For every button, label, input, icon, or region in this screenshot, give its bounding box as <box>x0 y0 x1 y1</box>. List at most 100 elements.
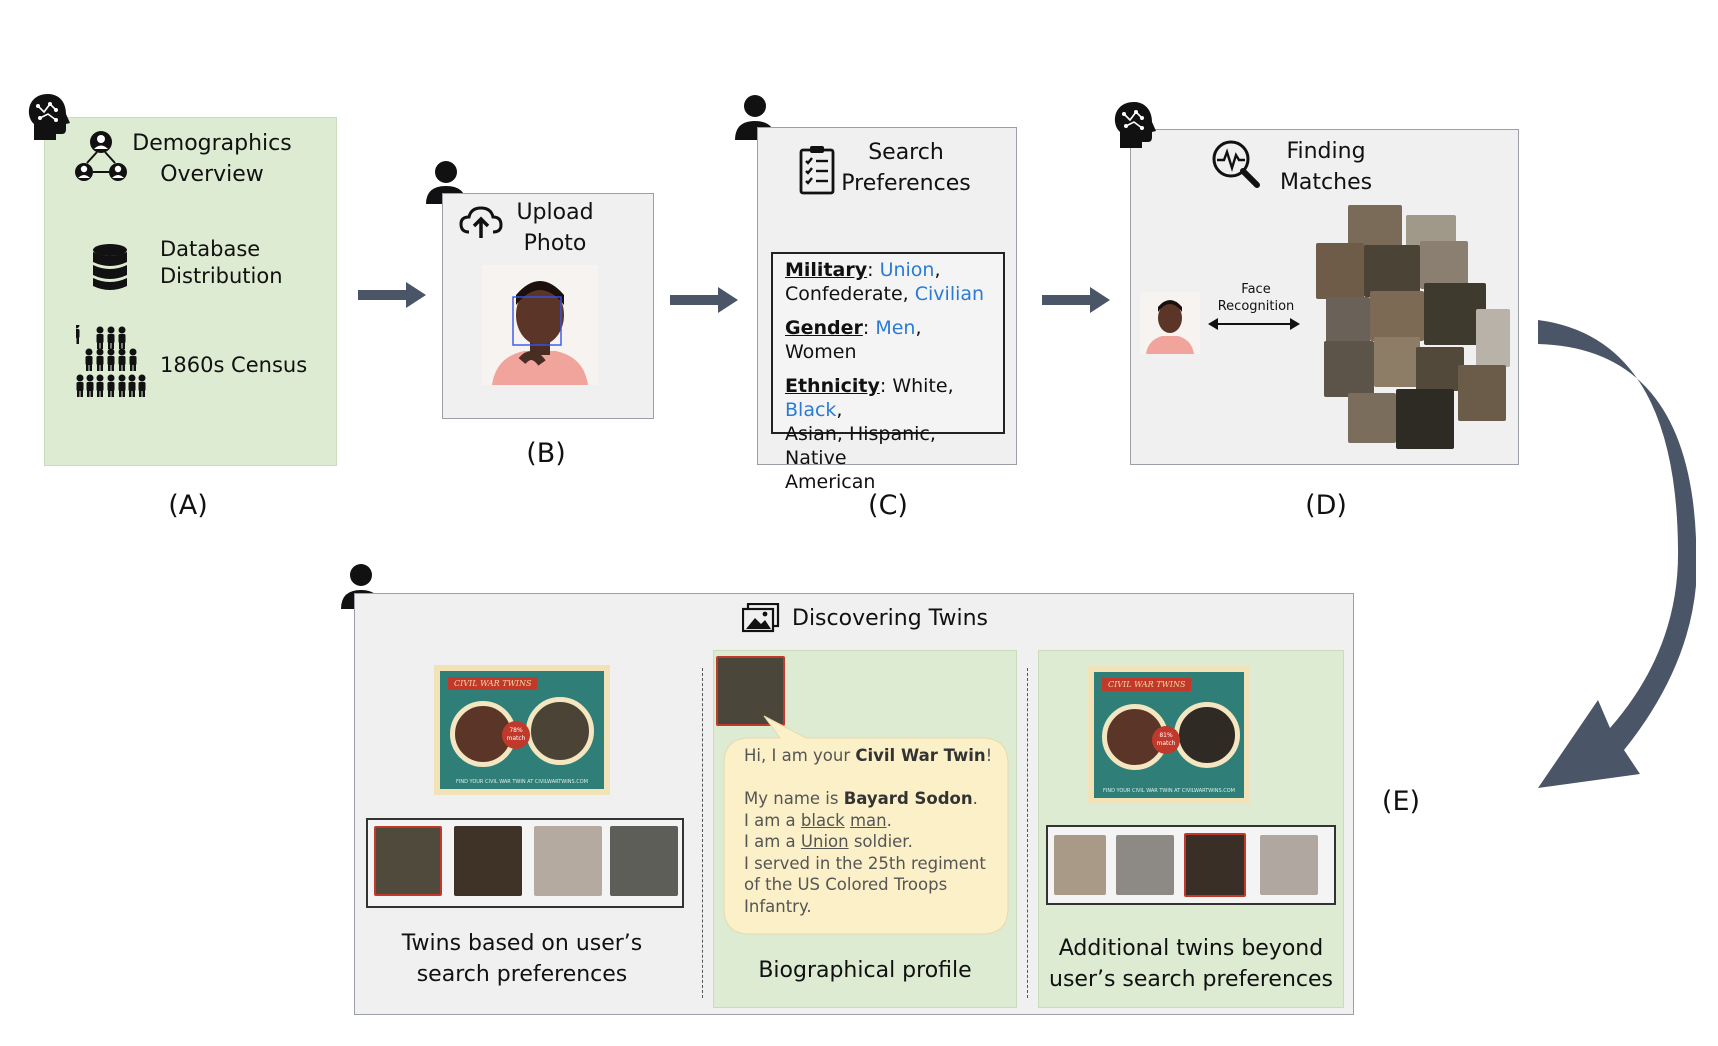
network-user-icon <box>75 131 127 181</box>
col3-caption: Additional twins beyond user’s search pr… <box>1038 933 1344 995</box>
card-footer: FIND YOUR CIVIL WAR TWIN AT CIVILWARTWIN… <box>456 779 588 785</box>
upload-photo-label: Upload Photo <box>505 197 605 259</box>
label-line: Demographics <box>132 131 292 156</box>
label-line: search preferences <box>416 962 628 987</box>
label-line: Database <box>160 237 261 261</box>
flow-arrow <box>1042 287 1110 313</box>
twin-thumbnail[interactable] <box>610 826 678 896</box>
option-civilian[interactable]: Civilian <box>914 283 985 305</box>
bio-span: My name is <box>744 789 844 808</box>
historical-photo <box>1324 341 1374 397</box>
bio-span: soldier. <box>848 832 913 851</box>
label-line: Upload <box>516 200 594 225</box>
divider <box>1027 668 1028 998</box>
military-label: Military <box>785 259 868 281</box>
option-women[interactable]: , Women <box>785 317 922 363</box>
additional-twins-strip <box>1046 825 1336 905</box>
card-body: CIVIL WAR TWINS 81%match FIND YOUR CIVIL… <box>1094 672 1244 798</box>
twins-strip <box>366 818 684 908</box>
option-white[interactable]: : White, <box>879 375 954 397</box>
label-line: Face <box>1241 282 1271 297</box>
tag-a: (A) <box>168 490 208 521</box>
card-title: CIVIL WAR TWINS <box>1102 678 1192 691</box>
face-recognition-label: Face Recognition <box>1206 281 1306 315</box>
label-line: Overview <box>160 162 264 187</box>
historical-photo <box>1348 393 1396 443</box>
option-confederate[interactable]: Confederate <box>785 283 903 305</box>
bio-span: Civil War Twin <box>855 746 986 765</box>
match-badge: 81%match <box>1152 726 1180 754</box>
panel-a <box>44 117 337 466</box>
bio-span: Hi, I am your <box>744 746 856 765</box>
sep: , <box>836 399 843 421</box>
bio-regiment: I served in the 25th regiment <box>744 853 986 873</box>
label-line: Search <box>868 140 944 165</box>
label-line: Recognition <box>1217 299 1295 314</box>
label-line: Twins based on user’s <box>401 931 643 956</box>
tag-e: (E) <box>1381 786 1421 817</box>
bio-span: black <box>800 810 845 830</box>
ethnicity-row: Ethnicity: White, Black, Asian, Hispanic… <box>785 374 991 494</box>
ethnicity-label: Ethnicity <box>785 375 880 397</box>
bio-span: ! <box>985 746 993 765</box>
historical-photo <box>1374 337 1420 387</box>
card-title: CIVIL WAR TWINS <box>448 677 538 690</box>
twin-thumbnail[interactable] <box>534 826 602 896</box>
twin-portrait <box>1174 702 1240 768</box>
historical-photo <box>1476 309 1510 367</box>
match-badge: 78%match <box>502 721 530 749</box>
bio-race: I am a black man. <box>744 810 1006 832</box>
card-body: CIVIL WAR TWINS 78%match FIND YOUR CIVIL… <box>440 671 604 789</box>
search-preferences-label: Search Preferences <box>836 137 976 199</box>
twin-card: CIVIL WAR TWINS 78%match FIND YOUR CIVIL… <box>434 665 610 795</box>
military-row: Military: Union, Confederate, Civilian <box>785 258 991 306</box>
twin-thumbnail[interactable] <box>1260 835 1318 895</box>
badge-line: match <box>1156 740 1176 747</box>
database-distribution-label: Database Distribution <box>160 236 283 290</box>
tag-b: (B) <box>526 438 566 469</box>
bio-regiment: Infantry. <box>744 896 812 916</box>
tag-c: (C) <box>868 490 908 521</box>
badge-line: match <box>506 735 526 742</box>
twin-thumbnail[interactable] <box>1116 835 1174 895</box>
sep: , <box>902 283 915 305</box>
twin-thumbnail[interactable] <box>454 826 522 896</box>
twin-portrait <box>526 697 594 765</box>
col2-caption: Biographical profile <box>758 958 972 983</box>
badge-line: 78% <box>509 727 523 734</box>
label-line: Additional twins beyond <box>1058 936 1324 961</box>
label-line: Distribution <box>160 264 283 288</box>
demographics-overview-label: Demographics Overview <box>128 128 296 190</box>
label-line: user’s search preferences <box>1049 967 1333 992</box>
tag-d: (D) <box>1305 490 1347 521</box>
profile-photo <box>716 656 785 726</box>
option-black[interactable]: Black <box>785 399 837 421</box>
ethnicity-options-line[interactable]: Asian, Hispanic, Native <box>785 423 936 469</box>
crowd-icon <box>76 325 146 397</box>
bio-span: . <box>972 789 978 808</box>
option-union[interactable]: Union <box>879 259 935 281</box>
bio-span: man <box>849 810 887 830</box>
search-analytics-icon <box>1212 140 1260 188</box>
twin-card: CIVIL WAR TWINS 81%match FIND YOUR CIVIL… <box>1088 666 1250 804</box>
col1-caption: Twins based on user’s search preferences <box>380 928 664 990</box>
historical-photo <box>1416 347 1464 391</box>
discovering-twins-title: Discovering Twins <box>792 606 988 631</box>
preferences-box: Military: Union, Confederate, Civilian G… <box>771 252 1005 493</box>
label-line: Finding <box>1286 139 1366 164</box>
historical-photo <box>1420 241 1468 289</box>
twin-thumbnail[interactable] <box>374 826 442 896</box>
bio-span: Union <box>800 832 849 851</box>
bio-span: I am a <box>744 832 801 851</box>
twin-thumbnail[interactable] <box>1184 833 1246 897</box>
census-label: 1860s Census <box>160 353 308 377</box>
historical-photo <box>1458 365 1506 421</box>
historical-photo <box>1396 389 1454 449</box>
label-line: Preferences <box>841 171 971 196</box>
twin-thumbnail[interactable] <box>1054 835 1106 895</box>
option-men[interactable]: Men <box>875 317 916 339</box>
bio-text: Hi, I am your Civil War Twin! My name is… <box>744 745 1006 917</box>
bio-side: I am a Union soldier. <box>744 831 1006 853</box>
ethnicity-options-line[interactable]: American <box>785 471 876 493</box>
uploaded-photo <box>482 265 598 385</box>
